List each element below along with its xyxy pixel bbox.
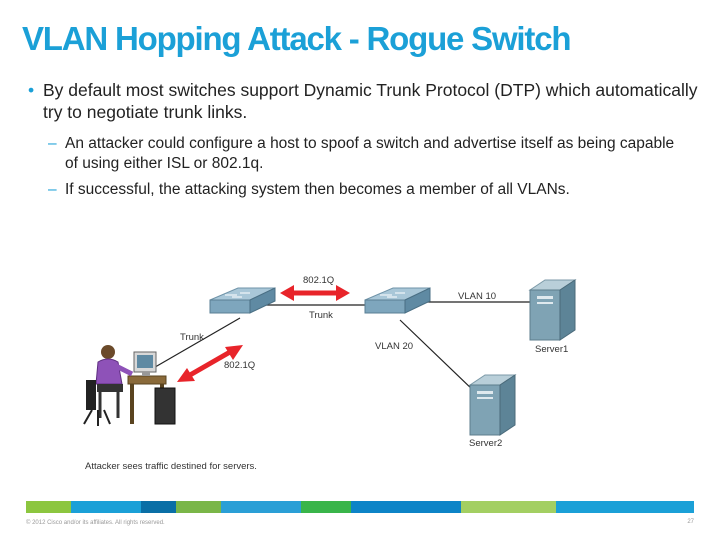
slide-title: VLAN Hopping Attack - Rogue Switch [22, 20, 572, 57]
label-trunk-left: Trunk [180, 332, 204, 343]
diagram-caption: Attacker sees traffic destined for serve… [85, 461, 257, 472]
footer-bar-segment [461, 501, 556, 513]
sub-bullet-1-text: An attacker could configure a host to sp… [65, 135, 675, 172]
server2-icon [468, 374, 517, 436]
sub-bullet-2-text: If successful, the attacking system then… [65, 181, 570, 198]
switch-right-icon [364, 287, 431, 314]
dash-icon: – [48, 135, 57, 152]
bullet-main: • By default most switches support Dynam… [28, 79, 698, 123]
double-arrow-icon [280, 285, 350, 301]
attacker-trunk-link [149, 317, 241, 371]
footer-bar-segment [301, 501, 351, 513]
label-vlan20: VLAN 20 [375, 341, 414, 352]
footer-bar-segment [141, 501, 176, 513]
label-8021q-left: 802.1Q [224, 360, 256, 371]
footer-bar-segment [221, 501, 301, 513]
footer-bar-segment [176, 501, 221, 513]
page-number: 27 [687, 519, 694, 525]
diagonal-arrow-icon [177, 345, 243, 382]
bullet-main-text: By default most switches support Dynamic… [43, 80, 698, 122]
label-vlan10: VLAN 10 [458, 291, 497, 302]
footer-bar-segment [26, 501, 71, 513]
sub-bullet-2: – If successful, the attacking system th… [48, 180, 688, 200]
label-server2: Server2 [469, 438, 503, 449]
vlan20-link [399, 319, 476, 393]
server1-icon [528, 279, 577, 341]
bullet-dot-icon: • [28, 80, 35, 100]
dash-icon: – [48, 181, 57, 198]
attacker-workstation-icon [83, 345, 176, 426]
label-server1: Server1 [535, 344, 569, 355]
footer-bar-segment [351, 501, 461, 513]
footer-bar-segment [71, 501, 141, 513]
sub-bullet-1: – An attacker could configure a host to … [48, 134, 688, 174]
footer-bar-segment [556, 501, 694, 513]
copyright-text: © 2012 Cisco and/or its affiliates. All … [26, 520, 165, 526]
label-trunk-top: Trunk [309, 310, 333, 321]
switch-left-icon [209, 287, 276, 314]
label-8021q-top: 802.1Q [303, 275, 335, 286]
